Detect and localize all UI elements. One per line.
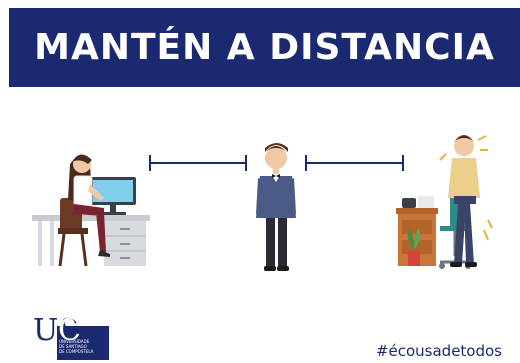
usc-logo-subtitle: UNIVERSIDADE DE SANTIAGO DE COMPOSTELA [59, 339, 109, 354]
usc-logo-subtitle-line: UNIVERSIDADE [59, 339, 90, 344]
banner-title: MANTÉN A DISTANCIA [34, 27, 495, 68]
distance-line-right [305, 155, 404, 171]
woman-at-desk-figure [32, 154, 150, 267]
usc-logo-box: C [57, 314, 109, 360]
usc-logo-subtitle-line: DE COMPOSTELA [59, 349, 94, 354]
man-at-office-desk-figure [396, 135, 493, 269]
usc-logo-subtitle-line: DE SANTIAGO [59, 344, 87, 349]
title-banner: MANTÉN A DISTANCIA [9, 8, 520, 87]
distance-line-left [149, 155, 247, 171]
usc-logo: US C UNIVERSIDADE DE SANTIAGO DE COMPOST… [33, 314, 109, 360]
usc-logo-boxed-letter: C [58, 313, 81, 348]
distance-illustration [32, 135, 493, 271]
hashtag: #écousadetodos [375, 342, 502, 360]
standing-man-figure [256, 143, 296, 271]
